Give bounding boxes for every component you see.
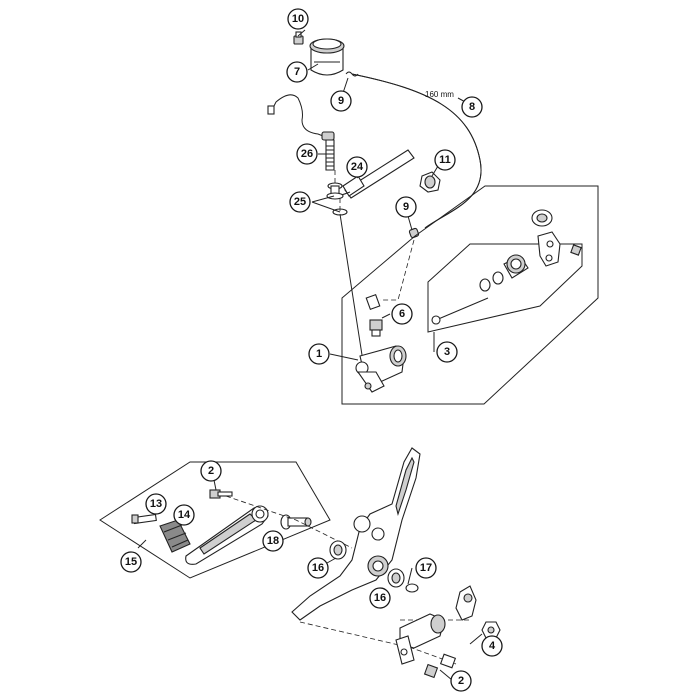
brake-fluid-reservoir: [309, 38, 345, 76]
callout-24-label: 24: [351, 161, 364, 173]
hose-length-label: 160 mm: [425, 90, 454, 99]
callout-14-label: 14: [178, 509, 191, 521]
callout-9-upper: 9: [330, 90, 352, 112]
callout-26-label: 26: [301, 148, 313, 160]
callout-18: 18: [262, 530, 284, 552]
master-cylinder-group-outline: [341, 185, 599, 405]
callout-6-label: 6: [399, 308, 405, 320]
callout-17: 17: [415, 557, 437, 579]
bushing-upper: [329, 540, 347, 560]
hose-clamp-lower: [380, 227, 420, 301]
callout-2-lower-label: 2: [458, 675, 464, 687]
callout-16-lower: 16: [369, 587, 391, 609]
callout-10-label: 10: [292, 13, 304, 25]
bushing-lower: [387, 568, 405, 588]
callout-10: 10: [287, 8, 309, 30]
callout-1: 1: [308, 343, 330, 365]
brake-light-switch: [267, 94, 335, 171]
callout-26: 26: [296, 143, 318, 165]
callout-3: 3: [436, 341, 458, 363]
push-rod-clevis: [531, 209, 582, 267]
callout-13-label: 13: [150, 498, 162, 510]
callout-25-label: 25: [294, 196, 306, 208]
brake-pedal-linkage: [395, 613, 446, 665]
callout-17-label: 17: [420, 562, 432, 574]
callout-3-label: 3: [444, 346, 450, 358]
shift-lever-bolt: [209, 489, 233, 499]
footrest-bracket: [291, 447, 421, 621]
callout-18-label: 18: [267, 535, 279, 547]
shift-peg-pin: [131, 513, 157, 525]
callout-7-label: 7: [294, 66, 300, 78]
shift-lever-group-outline: [99, 461, 331, 579]
piston-push-rod: [431, 254, 529, 325]
callout-2-upper-label: 2: [208, 465, 214, 477]
callout-4-label: 4: [489, 640, 496, 652]
callout-11-label: 11: [439, 154, 451, 166]
brake-hose-sleeve: [329, 149, 415, 199]
spacer-washer: [405, 583, 419, 593]
callout-16-upper: 16: [307, 557, 329, 579]
callout-16-upper-label: 16: [312, 562, 324, 574]
gear-shift-lever: [185, 505, 269, 565]
callout-9-lower-label: 9: [403, 201, 409, 213]
callout-4: 4: [481, 635, 503, 657]
reservoir-hose: [351, 73, 482, 229]
callout-9-lower: 9: [395, 196, 417, 218]
callout-14: 14: [173, 504, 195, 526]
callout-15: 15: [120, 551, 142, 573]
master-cylinder-fitting: [365, 293, 383, 337]
callout-1-label: 1: [316, 348, 322, 360]
pedal-mount-bolt: [423, 653, 457, 679]
rear-brake-master-cylinder: [355, 345, 407, 393]
shift-lever-pivot-bolt: [280, 514, 312, 530]
callout-11: 11: [434, 149, 456, 171]
callout-2-lower: 2: [450, 670, 472, 692]
pedal-return-arm: [455, 585, 477, 621]
callout-16-lower-label: 16: [374, 592, 386, 604]
reservoir-cap-screw: [293, 31, 304, 45]
callout-25: 25: [289, 191, 311, 213]
callout-8-label: 8: [469, 101, 475, 113]
piston-kit-group-outline: [427, 243, 583, 333]
callout-7: 7: [286, 61, 308, 83]
callout-9-upper-label: 9: [338, 95, 344, 107]
callout-13: 13: [145, 493, 167, 515]
callout-8: 8: [461, 96, 483, 118]
shift-peg-rubber: [159, 519, 191, 553]
callout-2-upper: 2: [200, 460, 222, 482]
hose-clip: [419, 171, 441, 193]
callout-24: 24: [346, 156, 368, 178]
callout-15-label: 15: [125, 556, 137, 568]
callout-6: 6: [391, 303, 413, 325]
